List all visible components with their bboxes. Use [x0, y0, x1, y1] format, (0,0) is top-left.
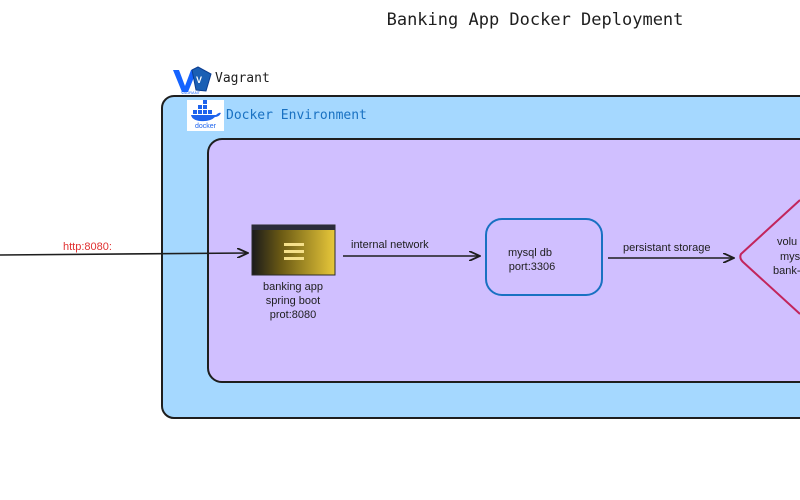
vagrant-logo-icon: V VAGRANT [173, 66, 212, 95]
volume-label-line: mys [780, 251, 800, 263]
mysql-volume-node [739, 199, 800, 315]
docker-whale-icon: docker [187, 100, 224, 131]
docker-environment-label: Docker Environment [226, 108, 367, 123]
banking-app-label-line: banking app [263, 281, 323, 293]
vagrant-logo-text: VAGRANT [181, 90, 201, 95]
banking-app-label-line: prot:8080 [270, 309, 316, 321]
mysql-db-label-line: mysql db [508, 247, 552, 259]
diagram-title: Banking App Docker Deployment [387, 10, 684, 30]
volume-label-line: bank- [773, 265, 800, 277]
banking-app-screenshot [251, 224, 336, 276]
external-http-arrow [0, 253, 248, 255]
volume-label-line: volu [777, 236, 797, 248]
internal-network-label: internal network [351, 239, 429, 251]
svg-text:V: V [196, 75, 202, 85]
mysql-db-label-line: port:3306 [509, 261, 555, 273]
docker-logo-text: docker [195, 123, 217, 130]
external-http-label: http:8080: [63, 241, 112, 253]
persistent-storage-label: persistant storage [623, 242, 710, 254]
vagrant-label: Vagrant [215, 71, 270, 86]
mysql-db-node [485, 218, 603, 296]
banking-app-label-line: spring boot [266, 295, 320, 307]
